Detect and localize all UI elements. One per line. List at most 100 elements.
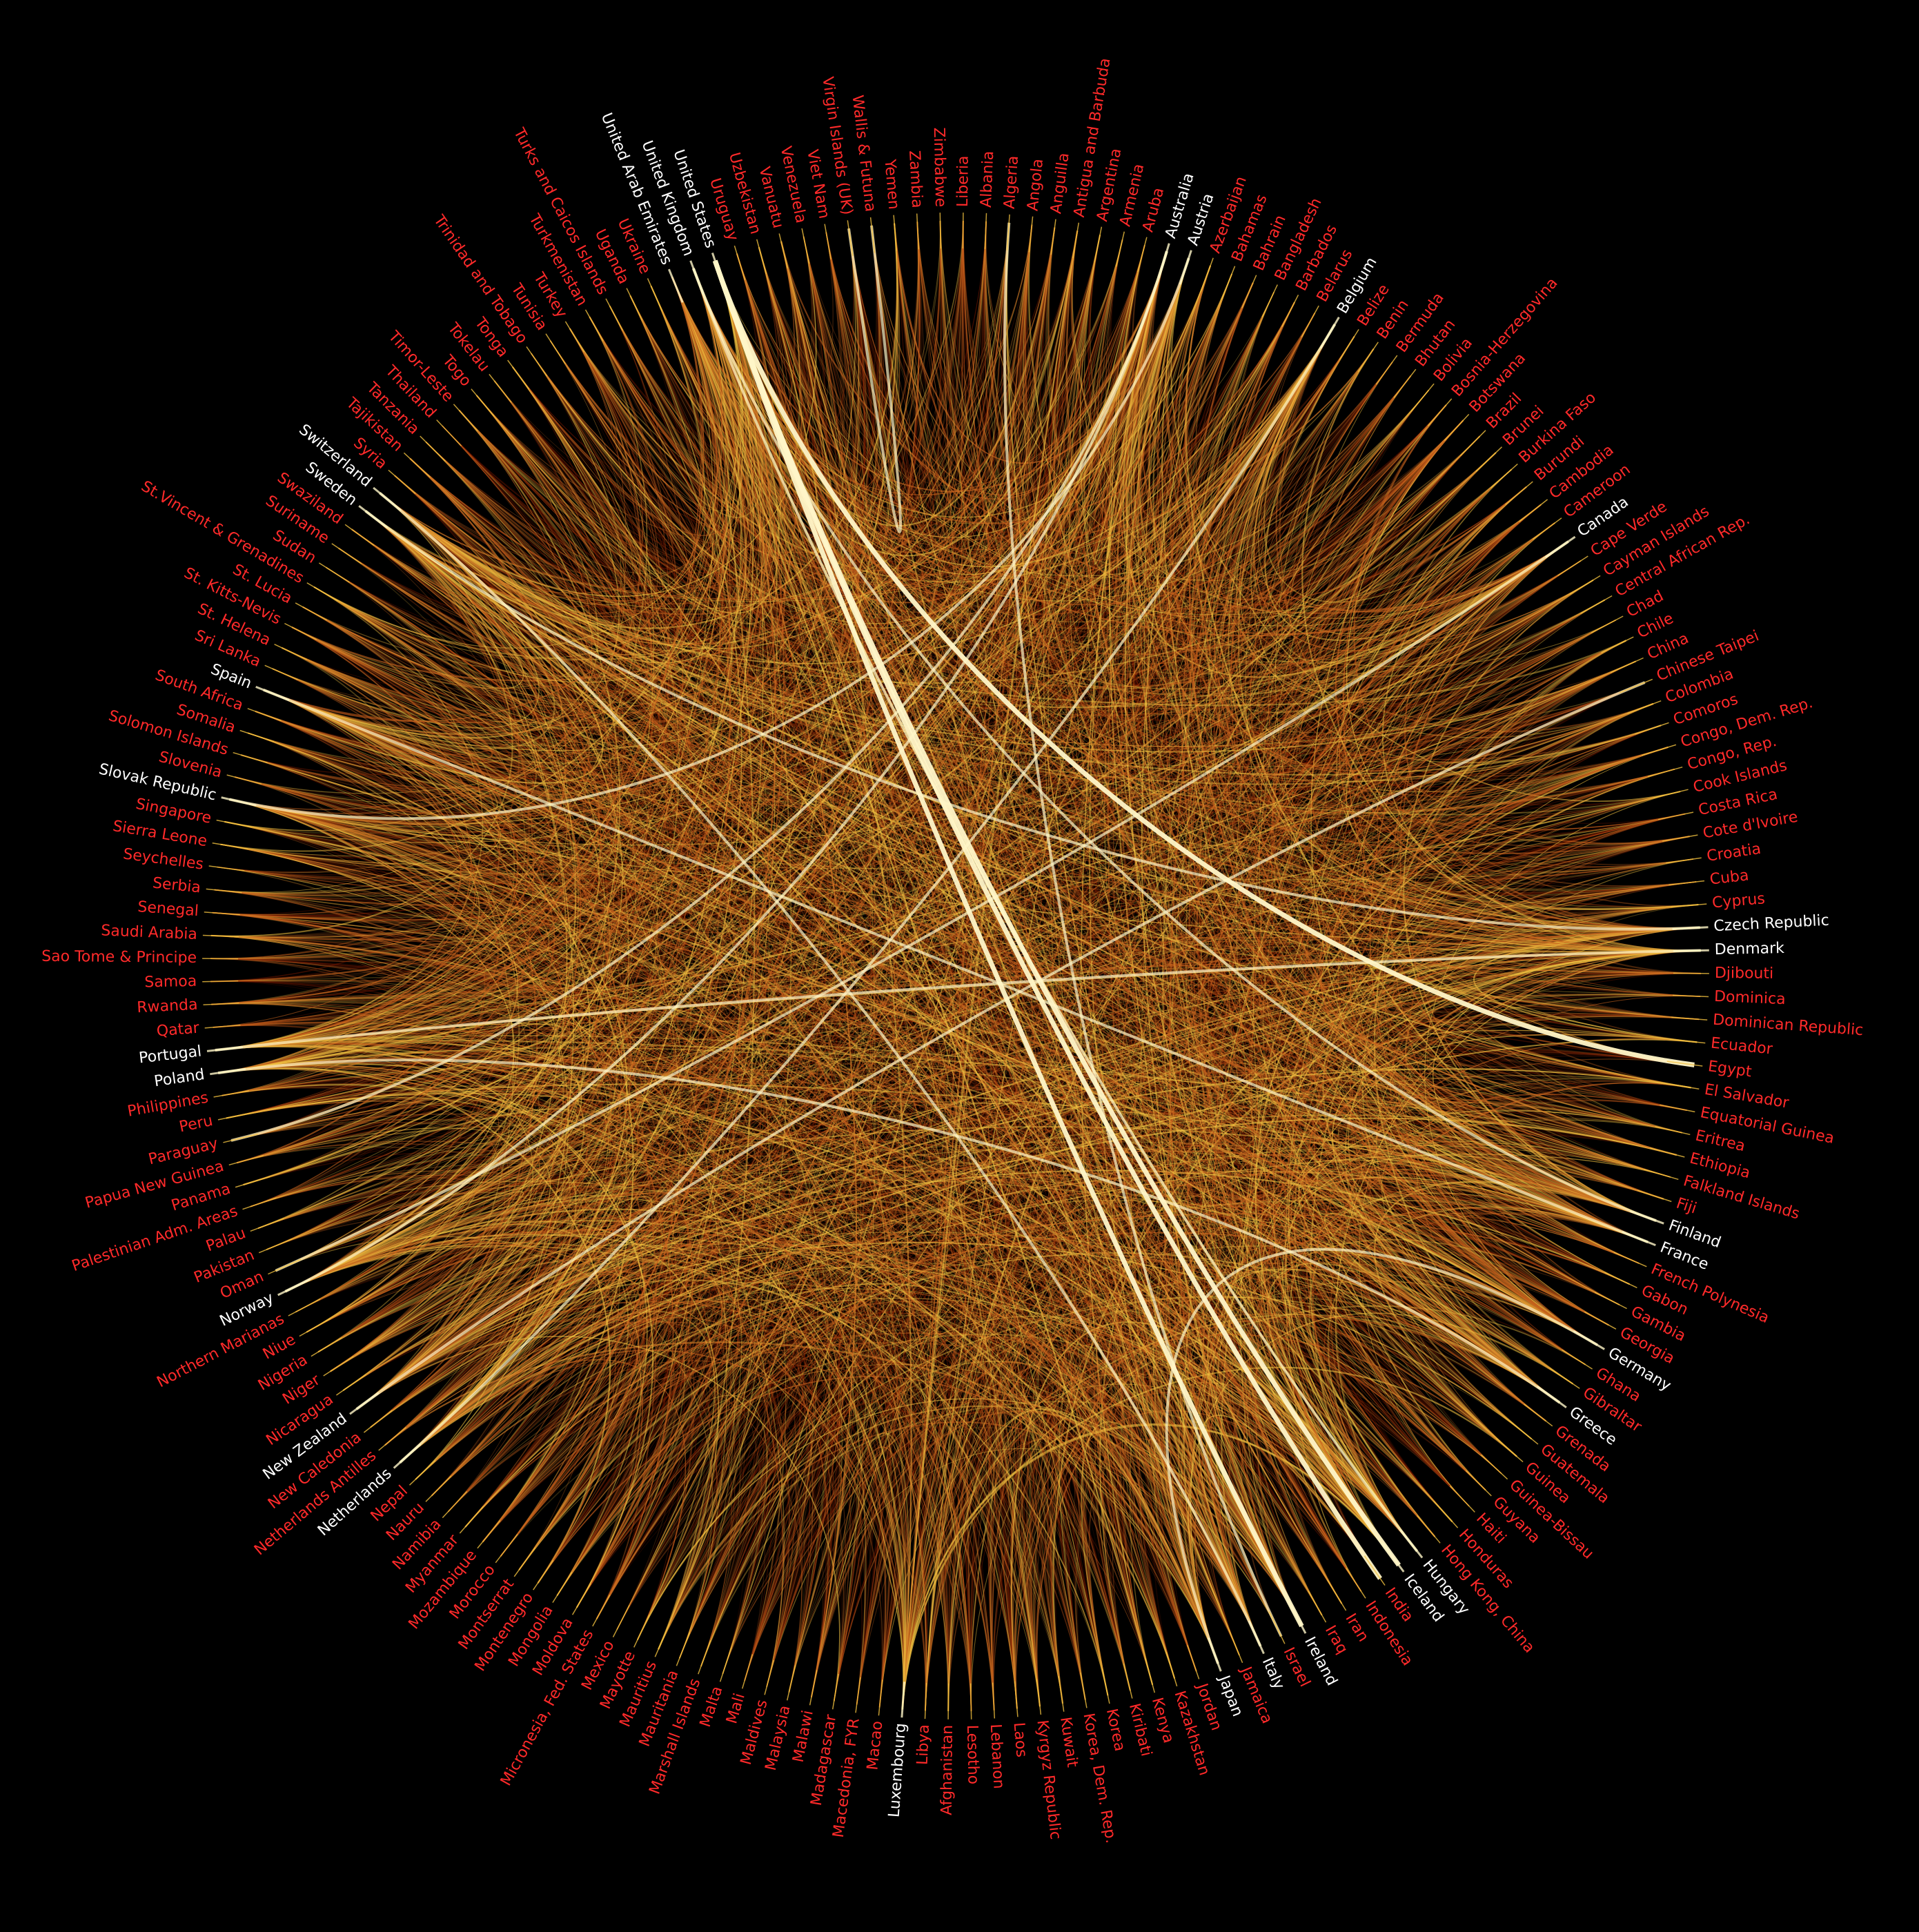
connection-link xyxy=(1047,230,1131,1691)
connection-link xyxy=(803,236,1662,764)
connection-link xyxy=(833,257,1190,1702)
connection-link xyxy=(1049,230,1464,672)
connection-link xyxy=(995,224,1033,1709)
connection-link xyxy=(1199,313,1512,650)
connection-link xyxy=(1182,769,1675,1664)
connection-link xyxy=(1026,224,1677,1156)
connection-link xyxy=(448,224,1033,1512)
connection-link xyxy=(257,225,880,1229)
connection-link xyxy=(925,1413,1175,1711)
country-label: Albania xyxy=(978,150,997,208)
connection-link xyxy=(338,547,1586,1366)
connection-link xyxy=(963,221,1123,542)
connection-link xyxy=(343,1195,1399,1566)
connection-link xyxy=(425,442,1240,1655)
connection-link xyxy=(458,410,1687,1111)
connection-link xyxy=(482,1252,1086,1700)
connection-link xyxy=(512,366,972,1711)
connection-link xyxy=(338,547,627,1543)
connection-link xyxy=(317,1055,1691,1352)
connection-link xyxy=(531,353,1517,1457)
connection-link xyxy=(257,1157,949,1711)
connection-link xyxy=(1315,814,1686,1507)
connection-link xyxy=(214,889,1517,1457)
connection-link xyxy=(848,228,1616,719)
connection-link xyxy=(894,222,1010,522)
connection-link xyxy=(1301,1254,1586,1522)
connection-link xyxy=(338,228,866,705)
connection-link xyxy=(722,1408,972,1711)
connection-link xyxy=(925,1339,1502,1711)
connection-link xyxy=(266,366,627,1250)
connection-link xyxy=(212,619,1617,920)
connection-link xyxy=(947,1432,972,1711)
country-label: Dominica xyxy=(1714,988,1787,1008)
connection-link xyxy=(211,239,1123,1005)
connection-link xyxy=(475,395,1342,1604)
connection-link xyxy=(218,1052,665,1497)
connection-link xyxy=(313,586,584,1372)
connection-link xyxy=(825,232,1375,586)
connection-link xyxy=(326,566,1453,1522)
connection-link xyxy=(780,241,1219,1664)
connection-link xyxy=(811,225,894,1697)
connection-link xyxy=(266,1132,682,1480)
connection-link xyxy=(1165,282,1517,1457)
connection-link xyxy=(215,1043,1063,1704)
connection-link xyxy=(448,1350,675,1608)
connection-link xyxy=(343,302,1295,1391)
country-spoke xyxy=(1673,972,1709,974)
connection-link xyxy=(1369,836,1693,901)
connection-link xyxy=(213,1023,524,1312)
connection-link xyxy=(803,236,1335,627)
connection-link xyxy=(215,1018,1691,1088)
connection-link xyxy=(342,410,673,1391)
connection-link xyxy=(556,1324,789,1667)
connection-link xyxy=(616,241,843,1630)
connection-link xyxy=(285,580,1594,1292)
connection-link xyxy=(255,711,816,1687)
connection-link xyxy=(616,1288,1261,1646)
connection-link xyxy=(1012,769,1675,1709)
connection-link xyxy=(803,230,1078,486)
connection-link xyxy=(250,1175,649,1608)
connection-link xyxy=(222,1079,1470,1507)
connection-link xyxy=(902,580,1594,1710)
connection-link xyxy=(962,221,1032,612)
connection-link xyxy=(500,302,1295,1557)
connection-link xyxy=(1191,1314,1546,1655)
connection-link xyxy=(1176,273,1701,952)
connection-link xyxy=(458,410,754,1608)
connection-link xyxy=(210,843,515,940)
connection-link xyxy=(257,493,648,1229)
connection-link xyxy=(963,221,1411,546)
connection-link xyxy=(985,221,1486,1490)
connection-link xyxy=(285,1242,1109,1696)
connection-link xyxy=(1254,452,1512,691)
connection-link xyxy=(330,221,987,1372)
connection-link xyxy=(871,225,1153,1685)
connection-link xyxy=(330,1220,724,1619)
connection-link xyxy=(330,469,1512,1372)
connection-link xyxy=(556,292,1275,1596)
connection-link xyxy=(215,221,964,1051)
connection-link xyxy=(212,912,1609,1325)
connection-link xyxy=(217,306,665,872)
connection-link xyxy=(365,510,949,1711)
connection-link xyxy=(230,1077,1560,1403)
connection-link xyxy=(671,276,1470,1507)
connection-link xyxy=(313,362,1393,707)
connection-link xyxy=(459,265,1211,579)
connection-link xyxy=(1301,390,1700,929)
connection-link xyxy=(226,228,866,1119)
connection-link xyxy=(493,380,740,1659)
connection-link xyxy=(871,225,1701,952)
connection-link xyxy=(306,1153,636,1352)
connection-link xyxy=(671,277,1697,896)
connection-link xyxy=(458,410,1594,707)
connection-link xyxy=(518,994,1701,1570)
connection-link xyxy=(217,867,1086,1700)
connection-link xyxy=(758,247,1573,1385)
